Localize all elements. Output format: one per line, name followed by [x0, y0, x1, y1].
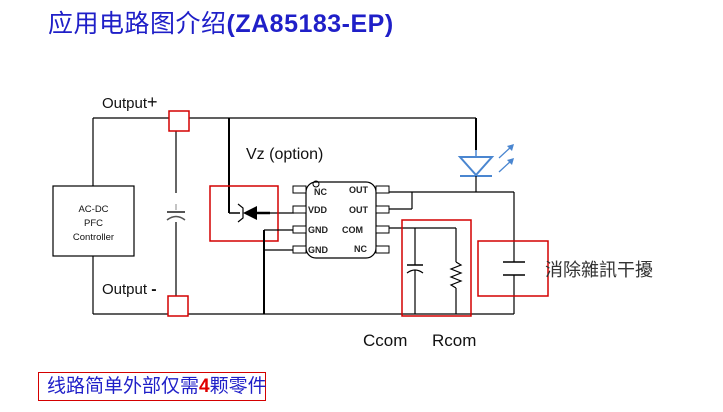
title-part-number: (ZA85183-EP): [226, 10, 394, 38]
chip-pin-label-nc-left: NC: [314, 187, 327, 197]
footer-summary-box: 线路简单外部仅需4颗零件: [38, 372, 267, 401]
output-plus-label: Output+: [102, 92, 158, 112]
noise-filter-box: [477, 240, 549, 297]
footer-prefix: 线路简单外部仅需: [47, 376, 200, 397]
vz-option-box: [209, 185, 279, 242]
chip-pin-label-vdd: VDD: [308, 205, 328, 215]
chip-pin-label-gnd-1: GND: [308, 225, 328, 235]
rcom-resistor-icon: [449, 261, 463, 289]
footer-component-count: 4: [199, 376, 210, 397]
chip-pin-right-2: [375, 205, 390, 214]
zener-diode-icon: [243, 206, 257, 220]
pin1-marker: [312, 180, 320, 188]
chip-pin-label-com: COM: [342, 225, 363, 235]
chip-pin-right-1: [375, 185, 390, 194]
chip-pin-label-nc-right: NC: [354, 244, 367, 254]
controller-box: [52, 185, 135, 257]
chip-pin-right-3: [375, 225, 390, 234]
output-minus-terminal: [167, 295, 189, 317]
chip-pin-label-out-1: OUT: [349, 185, 368, 195]
rcom-label: Rcom: [432, 331, 477, 350]
output-capacitor-curved-plate: [166, 215, 186, 221]
vz-label: Vz (option): [246, 146, 324, 163]
output-plus-terminal: [168, 110, 190, 132]
chip-pin-label-out-2: OUT: [349, 205, 368, 215]
chip-body: [305, 181, 377, 259]
chip-pin-left-1: [292, 185, 307, 194]
ccom-label: Ccom: [363, 331, 408, 350]
led-icon: [457, 156, 495, 177]
page-title: 应用电路图介绍(ZA85183-EP): [48, 4, 394, 40]
chip-pin-left-2: [292, 205, 307, 214]
output-minus-label: Output -: [102, 281, 157, 298]
noise-reduction-note: 消除雜訊干擾: [545, 260, 653, 281]
chip-pin-right-4: [375, 245, 390, 254]
chip-pin-left-4: [292, 245, 307, 254]
title-chinese: 应用电路图介绍: [48, 10, 227, 38]
ccom-rcom-box: [401, 219, 472, 317]
chip-pin-left-3: [292, 225, 307, 234]
controller-label: AC-DC PFC Controller: [72, 204, 115, 243]
footer-suffix: 颗零件: [209, 376, 267, 397]
chip-pin-label-gnd-2: GND: [308, 245, 328, 255]
